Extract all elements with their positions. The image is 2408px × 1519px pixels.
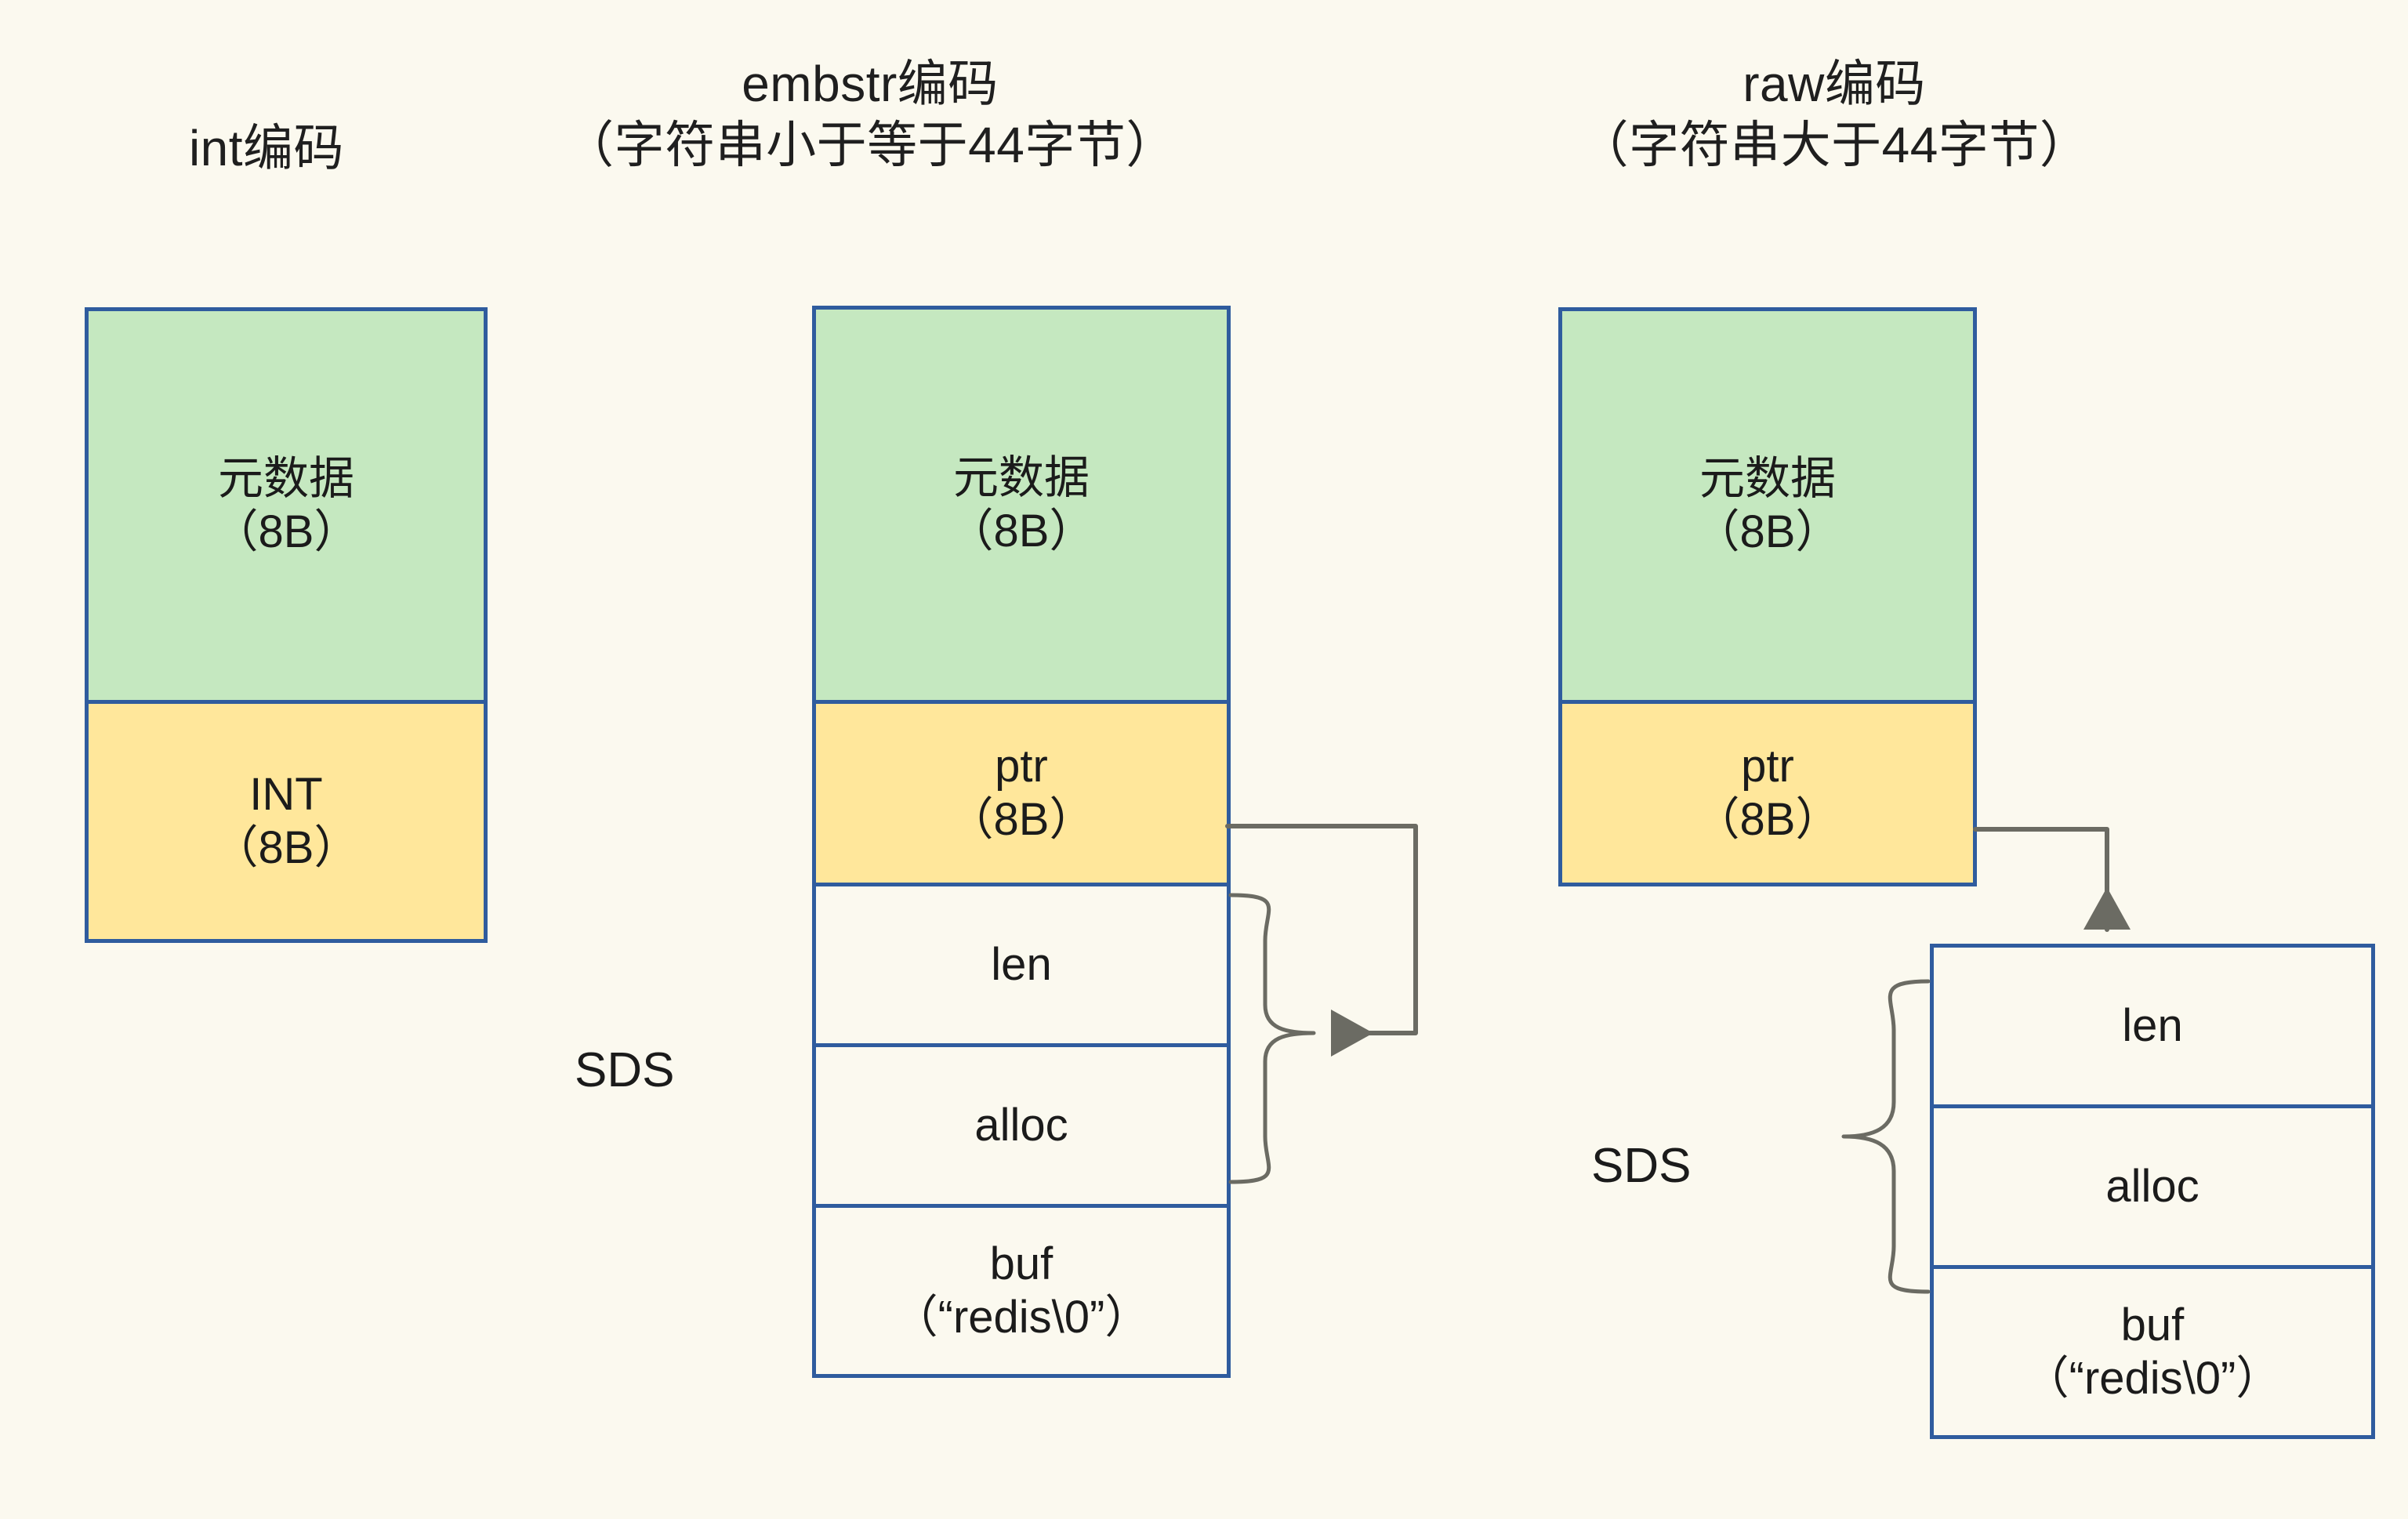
embstr-sds-len-cell: len [812, 883, 1231, 1047]
embstr-ptr-connector [1225, 824, 1418, 1035]
embstr-encoding-struct: 元数据 （8B） ptr （8B） len alloc buf （“redis\… [812, 306, 1231, 1378]
raw-sds-alloc-cell: alloc [1930, 1104, 2375, 1269]
raw-sds-buf-cell: buf （“redis\0”） [1930, 1265, 2375, 1439]
int-metadata-label: 元数据 [217, 452, 354, 504]
raw-encoding-struct: 元数据 （8B） ptr （8B） [1558, 307, 1977, 886]
raw-sds-len-label: len [2122, 999, 2183, 1051]
embstr-metadata-cell: 元数据 （8B） [812, 306, 1231, 704]
embstr-metadata-label: 元数据 [952, 451, 1090, 503]
int-value-cell: INT （8B） [85, 700, 488, 943]
raw-metadata-cell: 元数据 （8B） [1558, 307, 1977, 704]
embstr-sds-buf-label: buf [989, 1238, 1054, 1289]
embstr-sds-alloc-cell: alloc [812, 1043, 1231, 1208]
heading-raw-subtitle: （字符串大于44字节） [1578, 117, 2091, 174]
raw-ptr-label: ptr [1741, 740, 1794, 792]
raw-metadata-label: 元数据 [1699, 452, 1836, 504]
raw-metadata-size: （8B） [1694, 506, 1841, 557]
embstr-sds-len-label: len [991, 938, 1052, 990]
int-metadata-size: （8B） [212, 506, 360, 557]
int-encoding-struct: 元数据 （8B） INT （8B） [85, 307, 488, 943]
embstr-ptr-label: ptr [995, 740, 1048, 792]
heading-int-encoding: int编码 [102, 118, 431, 179]
raw-sds-struct: len alloc buf （“redis\0”） [1930, 944, 2375, 1439]
raw-sds-label: SDS [1591, 1139, 1692, 1193]
embstr-metadata-size: （8B） [948, 506, 1095, 556]
embstr-sds-label: SDS [575, 1043, 675, 1097]
int-metadata-cell: 元数据 （8B） [85, 307, 488, 704]
embstr-sds-buf-cell: buf （“redis\0”） [812, 1204, 1231, 1378]
int-value-label: INT [249, 768, 323, 820]
raw-ptr-size: （8B） [1694, 794, 1841, 845]
raw-sds-buf-value: （“redis\0”） [2023, 1353, 2282, 1404]
int-value-size: （8B） [212, 822, 360, 873]
raw-sds-brace [1841, 979, 1931, 1294]
raw-sds-len-cell: len [1930, 944, 2375, 1108]
heading-raw-encoding: raw编码 （字符串大于44字节） [1474, 53, 2195, 176]
embstr-sds-buf-value: （“redis\0”） [892, 1292, 1151, 1343]
heading-raw-title: raw编码 [1743, 56, 1926, 112]
raw-ptr-cell: ptr （8B） [1558, 700, 1977, 886]
heading-int-title: int编码 [188, 120, 345, 176]
raw-sds-buf-label: buf [2120, 1299, 2185, 1350]
heading-embstr-subtitle: （字符串小于等于44字节） [564, 117, 1177, 174]
embstr-ptr-size: （8B） [948, 794, 1095, 845]
heading-embstr-encoding: embstr编码 （字符串小于等于44字节） [517, 53, 1223, 176]
embstr-sds-alloc-label: alloc [974, 1099, 1068, 1151]
embstr-sds-brace [1228, 893, 1316, 1184]
heading-embstr-title: embstr编码 [742, 56, 999, 112]
raw-sds-alloc-label: alloc [2105, 1160, 2199, 1212]
raw-ptr-connector [1973, 827, 2131, 932]
embstr-ptr-cell: ptr （8B） [812, 700, 1231, 886]
